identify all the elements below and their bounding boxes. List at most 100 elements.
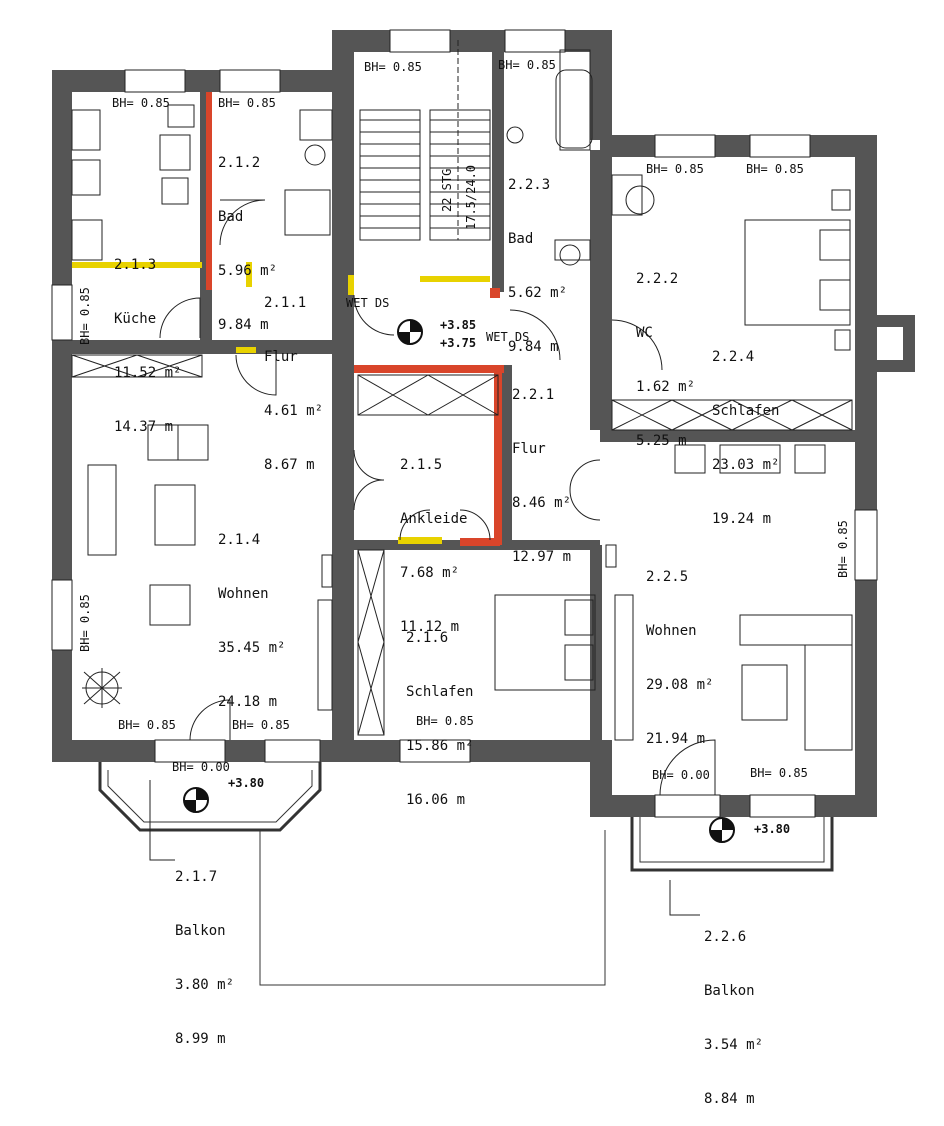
windows: [51, 29, 878, 818]
room-number: 2.2.3: [508, 177, 551, 193]
room-perimeter: 11.12 m: [400, 619, 460, 635]
room-name: Wohnen: [218, 586, 269, 602]
room-area: 5.62 m²: [508, 285, 568, 301]
room-perimeter: 9.84 m: [508, 339, 559, 355]
room-label-2-1-6: 2.1.6 Schlafen 15.86 m² 16.06 m: [406, 593, 473, 827]
room-perimeter: 5.25 m: [636, 433, 687, 449]
leader-lines: [149, 780, 700, 916]
room-label-2-1-2: 2.1.2 Bad 5.96 m² 9.84 m: [218, 118, 277, 352]
new-walls: [206, 92, 504, 546]
openings: [72, 262, 490, 544]
room-area: 7.68 m²: [400, 565, 460, 581]
room-label-2-2-2: 2.2.2 WC 1.62 m² 5.25 m: [636, 234, 695, 468]
sill-height-label: BH= 0.85: [646, 162, 704, 176]
stair-ratio-label: 17.5/24.0: [464, 164, 478, 230]
room-perimeter: 24.18 m: [218, 694, 278, 710]
room-area: 3.80 m²: [175, 977, 235, 993]
sill-height-label: BH= 0.85: [746, 162, 804, 176]
room-perimeter: 8.67 m: [264, 457, 315, 473]
level-label-stair-lower: +3.75: [440, 336, 477, 350]
room-perimeter: 19.24 m: [712, 511, 772, 527]
room-area: 3.54 m²: [704, 1037, 764, 1053]
sill-height-label: BH= 0.85: [416, 714, 474, 728]
room-label-2-1-7: 2.1.7 Balkon 3.80 m² 8.99 m: [175, 832, 234, 1066]
sill-height-label: BH= 0.85: [364, 60, 422, 74]
room-name: Schlafen: [406, 684, 474, 700]
room-perimeter: 8.84 m: [704, 1091, 755, 1107]
room-number: 2.1.3: [114, 257, 157, 273]
room-label-2-1-5: 2.1.5 Ankleide 7.68 m² 11.12 m: [400, 420, 467, 654]
room-label-2-2-6: 2.2.6 Balkon 3.54 m² 8.84 m: [704, 892, 763, 1126]
room-area: 4.61 m²: [264, 403, 324, 419]
sill-height-label: BH= 0.85: [78, 594, 92, 652]
sill-height-label: BH= 0.85: [218, 96, 276, 110]
sill-height-label: BH= 0.85: [78, 287, 92, 345]
sill-height-label: BH= 0.85: [836, 520, 850, 578]
sill-height-label: BH= 0.85: [118, 718, 176, 732]
room-name: Flur: [264, 349, 298, 365]
level-label-stair-upper: +3.85: [440, 318, 477, 332]
room-area: 8.46 m²: [512, 495, 572, 511]
room-number: 2.2.6: [704, 929, 747, 945]
room-number: 2.2.1: [512, 387, 555, 403]
level-marker-balcony-left: [183, 787, 209, 813]
room-area: 35.45 m²: [218, 640, 286, 656]
room-name: Bad: [508, 231, 534, 247]
level-label-balcony-left: +3.80: [228, 776, 265, 790]
door-swings: [159, 199, 716, 796]
room-name: Wohnen: [646, 623, 697, 639]
room-label-2-2-1: 2.2.1 Flur 8.46 m² 12.97 m: [512, 350, 571, 584]
sill-height-label: BH= 0.00: [172, 760, 230, 774]
stair-steps-label: 22 STG: [440, 168, 454, 212]
wet-ds-label: WET DS: [486, 330, 530, 344]
room-perimeter: 14.37 m: [114, 419, 174, 435]
room-number: 2.2.4: [712, 349, 755, 365]
room-name: Flur: [512, 441, 546, 457]
level-label-balcony-right: +3.80: [754, 822, 791, 836]
room-area: 29.08 m²: [646, 677, 714, 693]
room-perimeter: 16.06 m: [406, 792, 466, 808]
room-label-2-1-4: 2.1.4 Wohnen 35.45 m² 24.18 m: [218, 495, 285, 729]
sill-height-label: BH= 0.85: [232, 718, 290, 732]
wardrobes: [71, 354, 853, 741]
room-number: 2.1.7: [175, 869, 218, 885]
sill-height-label: BH= 0.00: [652, 768, 710, 782]
room-perimeter: 12.97 m: [512, 549, 572, 565]
sill-height-label: BH= 0.85: [750, 766, 808, 780]
level-marker-balcony-right: [709, 817, 735, 843]
staircase: [359, 40, 491, 241]
furniture: [71, 49, 853, 751]
room-perimeter: 9.84 m: [218, 317, 269, 333]
sill-height-label: BH= 0.85: [498, 58, 556, 72]
room-number: 2.2.2: [636, 271, 679, 287]
room-name: Balkon: [704, 983, 755, 999]
room-name: Balkon: [175, 923, 226, 939]
room-label-2-2-5: 2.2.5 Wohnen 29.08 m² 21.94 m: [646, 532, 713, 766]
room-name: Schlafen: [712, 403, 780, 419]
room-name: Bad: [218, 209, 244, 225]
room-number: 2.1.1: [264, 295, 307, 311]
room-label-2-1-3: 2.1.3 Küche 11.52 m² 14.37 m: [114, 220, 181, 454]
room-name: WC: [636, 325, 653, 341]
room-number: 2.1.2: [218, 155, 261, 171]
room-perimeter: 21.94 m: [646, 731, 706, 747]
balcony-outlines: [98, 762, 834, 986]
room-label-2-2-3: 2.2.3 Bad 5.62 m² 9.84 m: [508, 140, 567, 374]
room-name: Küche: [114, 311, 157, 327]
floor-plan: [51, 29, 915, 986]
wet-ds-label: WET DS: [346, 296, 390, 310]
room-label-2-1-1: 2.1.1 Flur 4.61 m² 8.67 m: [264, 258, 323, 492]
room-label-2-2-4: 2.2.4 Schlafen 23.03 m² 19.24 m: [712, 312, 779, 546]
room-name: Ankleide: [400, 511, 468, 527]
room-area: 5.96 m²: [218, 263, 278, 279]
room-number: 2.2.5: [646, 569, 689, 585]
room-area: 11.52 m²: [114, 365, 182, 381]
level-marker-stair: [397, 319, 423, 345]
room-number: 2.1.4: [218, 532, 261, 548]
room-area: 15.86 m²: [406, 738, 474, 754]
room-area: 23.03 m²: [712, 457, 780, 473]
room-perimeter: 8.99 m: [175, 1031, 226, 1047]
room-number: 2.1.6: [406, 630, 449, 646]
sill-height-label: BH= 0.85: [112, 96, 170, 110]
room-number: 2.1.5: [400, 457, 443, 473]
